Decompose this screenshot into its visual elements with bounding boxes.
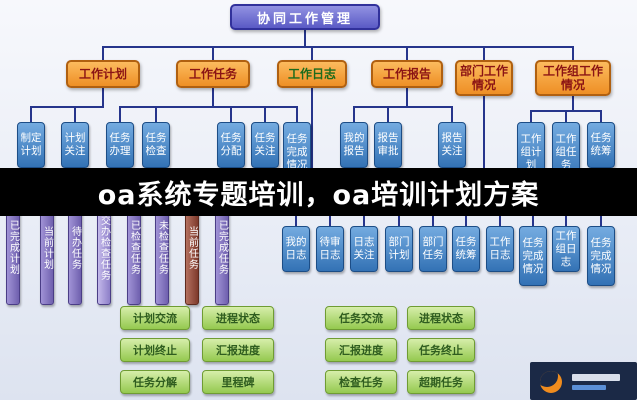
node-task-assign: 任务分配 <box>217 122 245 168</box>
node-group-coordinate: 任务统筹 <box>587 122 615 168</box>
node-task-handle: 任务办理 <box>106 122 134 168</box>
node-dept-task-completion: 任务完成情况 <box>519 226 547 286</box>
node-dept-coordinate: 任务统筹 <box>452 226 480 272</box>
connector-line <box>230 106 232 122</box>
connector-line <box>311 88 313 210</box>
overlay-banner: oa系统专题培训，oa培训计划方案 <box>0 168 637 216</box>
node-process-status: 进程状态 <box>202 306 274 330</box>
connector-line <box>212 46 214 60</box>
banner-title: oa系统专题培训，oa培训计划方案 <box>97 179 540 211</box>
connector-line <box>572 46 574 60</box>
connector-line <box>432 210 434 226</box>
node-report-progress-2: 汇报进度 <box>325 338 397 362</box>
node-plan-terminate: 计划终止 <box>120 338 190 362</box>
connector-line <box>102 88 104 106</box>
connector-line <box>30 106 32 122</box>
connector-line <box>353 106 355 122</box>
connector-line <box>406 46 408 60</box>
connector-line <box>530 110 532 122</box>
node-my-log: 我的日志 <box>282 226 310 272</box>
connector-line <box>102 46 104 60</box>
connector-line <box>465 210 467 226</box>
node-my-report: 我的报告 <box>340 122 368 168</box>
connector-line <box>483 96 485 210</box>
connector-line <box>572 96 574 110</box>
node-report-follow: 报告关注 <box>438 122 466 168</box>
node-group-log: 工作组日志 <box>552 226 580 272</box>
node-work-log: 工作日志 <box>277 60 347 88</box>
node-dept-task: 部门任务 <box>419 226 447 272</box>
connector-line <box>353 106 453 108</box>
node-work-report: 工作报告 <box>371 60 443 88</box>
connector-line <box>532 210 534 226</box>
node-report-progress: 汇报进度 <box>202 338 274 362</box>
connector-line <box>329 210 331 226</box>
node-task-exchange: 任务交流 <box>325 306 397 330</box>
node-make-plan: 制定计划 <box>17 122 45 168</box>
connector-line <box>311 46 313 60</box>
node-process-status-2: 进程状态 <box>407 306 475 330</box>
strip-unchecked-task: 未检查任务 <box>155 190 169 305</box>
connector-line <box>212 88 214 106</box>
connector-line <box>600 110 602 122</box>
node-task-completion: 任务完成情况 <box>283 122 311 182</box>
node-task-terminate: 任务终止 <box>407 338 475 362</box>
connector-line <box>296 106 298 122</box>
node-group-task-completion: 任务完成情况 <box>587 226 615 286</box>
connector-line <box>102 46 574 48</box>
node-plan-exchange: 计划交流 <box>120 306 190 330</box>
node-report-approve: 报告审批 <box>374 122 402 168</box>
node-task-decompose: 任务分解 <box>120 370 190 394</box>
connector-line <box>264 106 266 122</box>
node-task-follow: 任务关注 <box>251 122 279 168</box>
connector-line <box>30 106 104 108</box>
node-log-follow: 日志关注 <box>350 226 378 272</box>
logo-swoosh-icon <box>540 371 562 393</box>
connector-line <box>499 210 501 226</box>
node-task-check: 任务检查 <box>142 122 170 168</box>
node-milestone: 里程碑 <box>202 370 274 394</box>
connector-line <box>483 46 485 60</box>
connector-line <box>451 106 453 122</box>
node-root: 协同工作管理 <box>230 4 380 30</box>
node-group-work-status: 工作组工作情况 <box>535 60 611 96</box>
node-check-task: 检查任务 <box>325 370 397 394</box>
node-pending-log: 待审日志 <box>316 226 344 272</box>
connector-line <box>363 210 365 226</box>
connector-line <box>74 106 76 122</box>
logo-text-bar <box>572 374 620 381</box>
node-work-plan: 工作计划 <box>66 60 140 88</box>
connector-line <box>155 106 157 122</box>
strip-completed-task: 已完成任务 <box>215 190 229 305</box>
logo-text-bar <box>572 385 606 390</box>
node-dept-log: 工作日志 <box>486 226 514 272</box>
connector-line <box>387 106 389 122</box>
connector-line <box>406 88 408 106</box>
node-overdue-task: 超期任务 <box>407 370 475 394</box>
watermark-logo <box>530 362 637 400</box>
connector-line <box>565 110 567 122</box>
node-dept-work-status: 部门工作情况 <box>455 60 513 96</box>
node-plan-follow: 计划关注 <box>61 122 89 168</box>
node-dept-plan: 部门计划 <box>385 226 413 272</box>
connector-line <box>119 106 298 108</box>
connector-line <box>119 106 121 122</box>
connector-line <box>295 210 297 226</box>
node-work-task: 工作任务 <box>176 60 250 88</box>
connector-line <box>304 30 306 46</box>
connector-line <box>398 210 400 226</box>
